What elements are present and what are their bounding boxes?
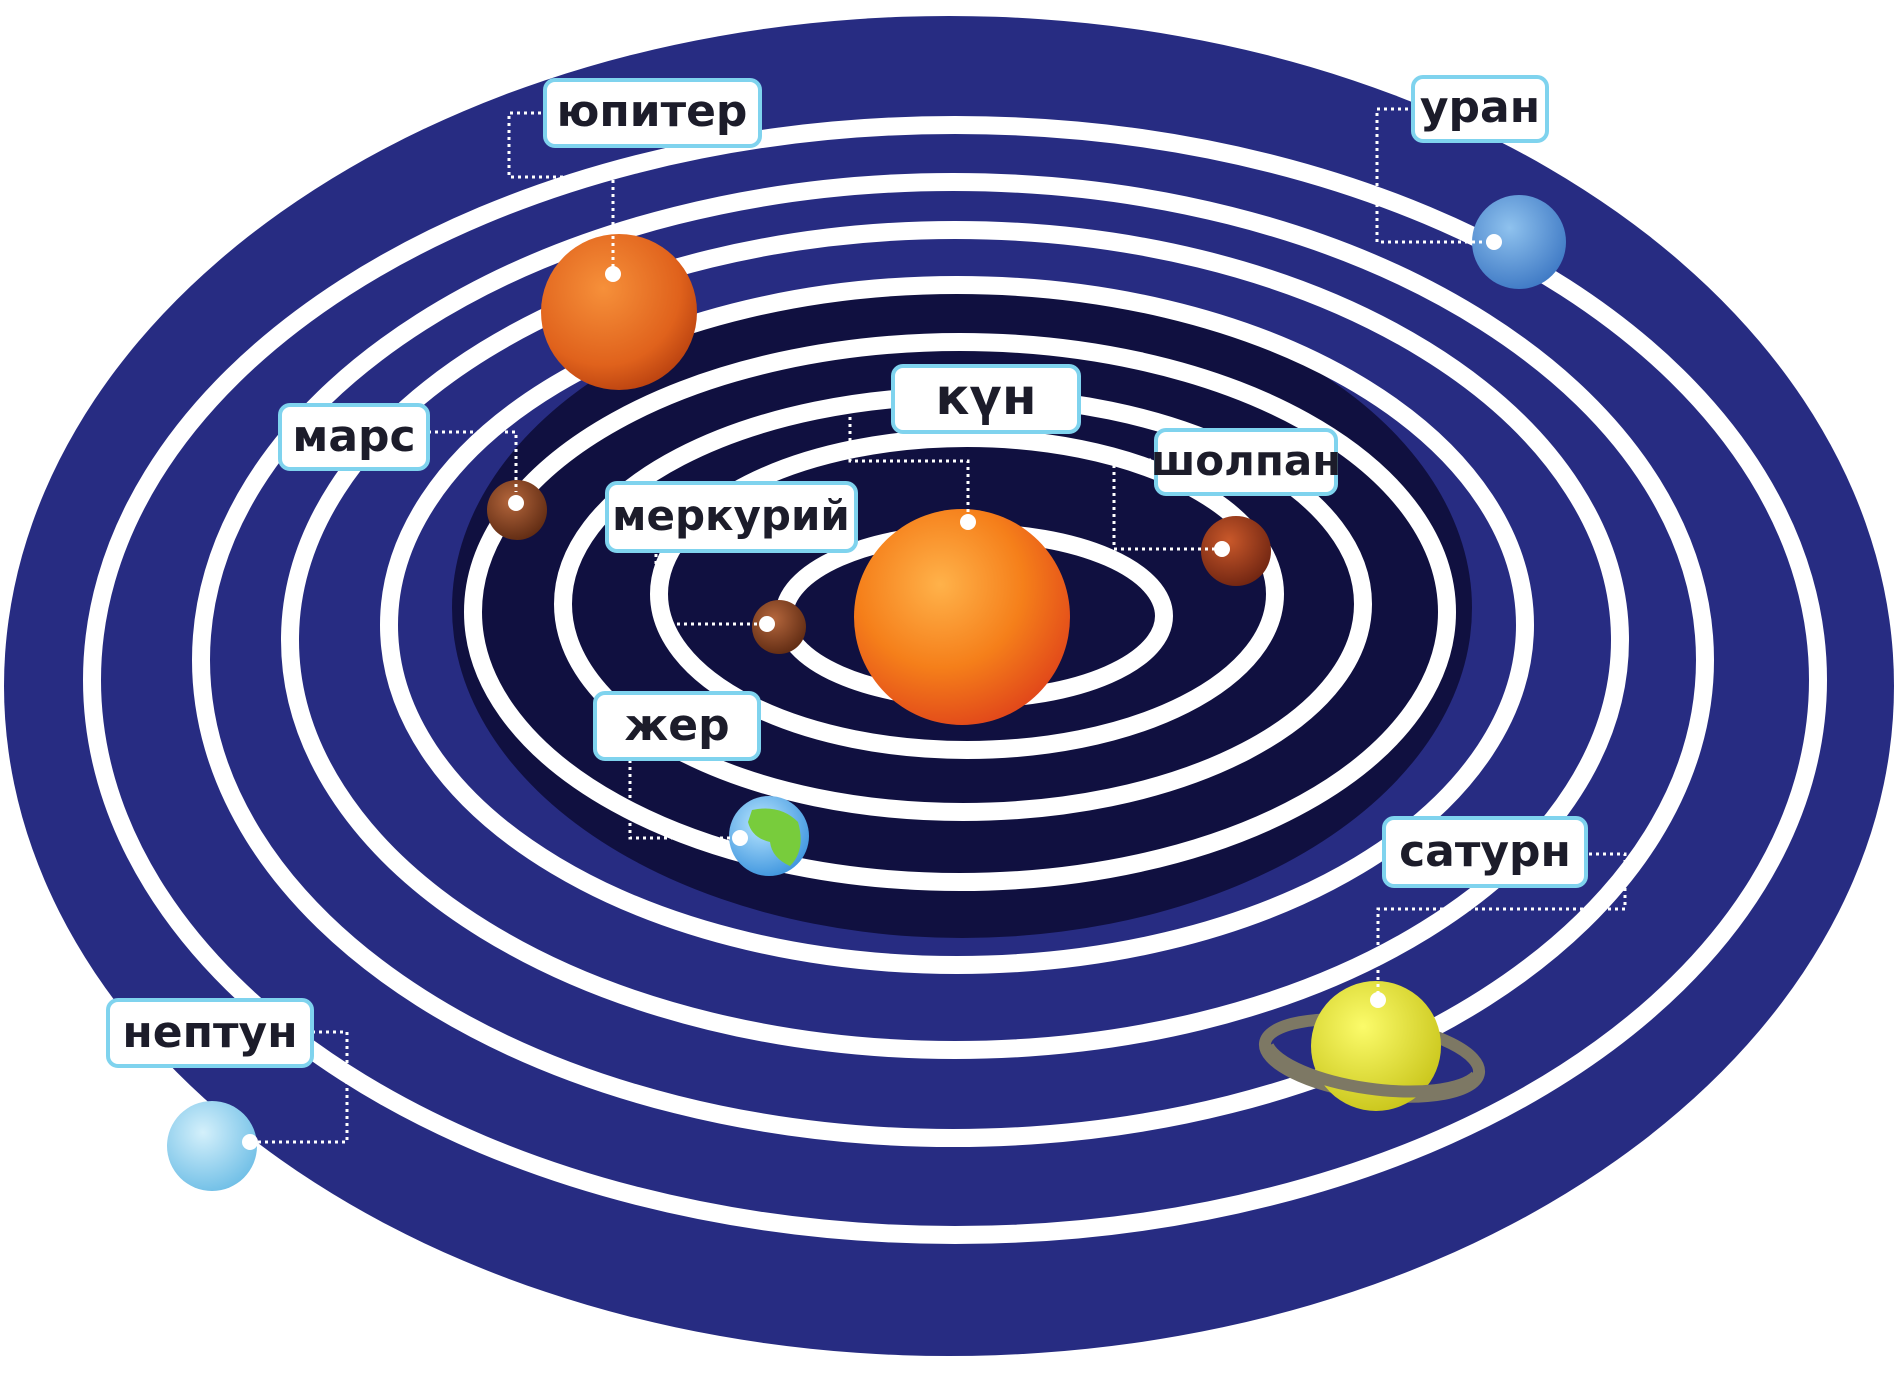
sun-icon — [854, 509, 1070, 725]
label-sun: күн — [893, 366, 1079, 432]
label-mercury: меркурий — [607, 483, 856, 551]
label-venus-text: шолпан — [1151, 436, 1342, 485]
label-saturn-text: сатурн — [1399, 826, 1571, 877]
label-mercury-text: меркурий — [612, 491, 850, 540]
label-mars: марс — [280, 405, 428, 469]
label-uranus-text: уран — [1420, 82, 1540, 133]
jupiter-icon — [541, 234, 697, 390]
label-earth-text: жер — [624, 700, 729, 751]
label-mars-text: марс — [292, 411, 415, 462]
label-saturn: сатурн — [1384, 818, 1586, 886]
venus-icon — [1201, 516, 1271, 586]
label-neptune: нептун — [108, 1000, 312, 1066]
label-earth: жер — [595, 693, 759, 759]
label-neptune-text: нептун — [122, 1007, 297, 1058]
label-uranus: уран — [1413, 77, 1547, 141]
label-sun-text: күн — [935, 368, 1036, 426]
label-jupiter-text: юпитер — [557, 86, 748, 137]
label-jupiter: юпитер — [545, 80, 760, 146]
label-venus: шолпан — [1151, 430, 1342, 494]
